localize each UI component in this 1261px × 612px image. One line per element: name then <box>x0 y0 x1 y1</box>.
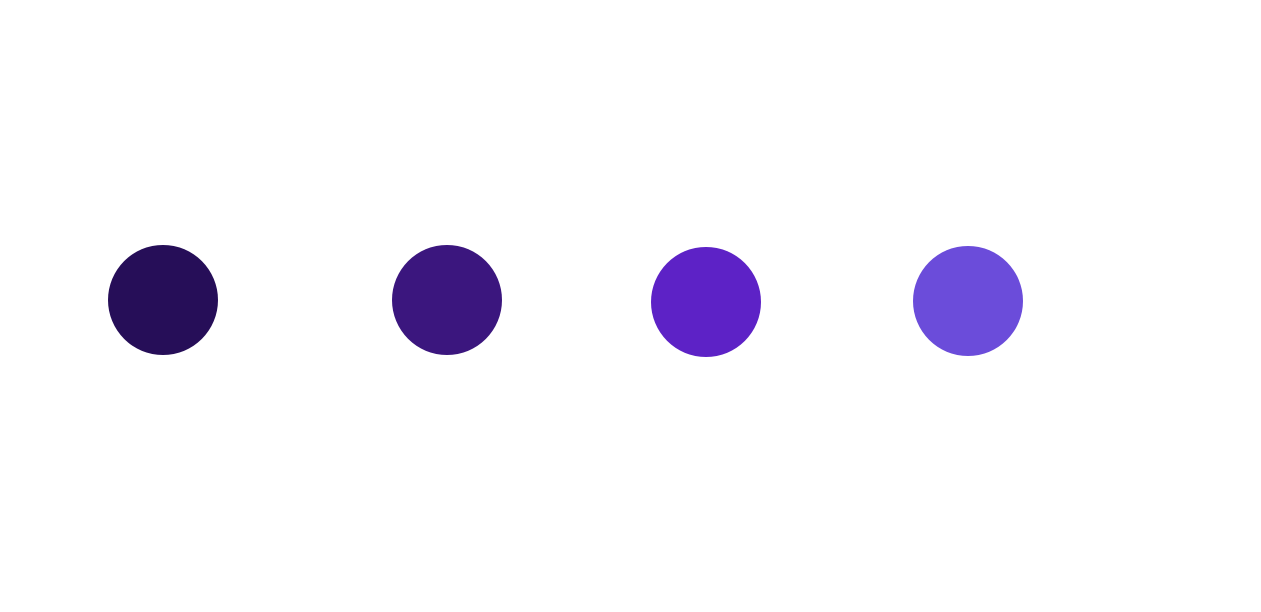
color-dot-4 <box>913 246 1023 356</box>
color-dot-2 <box>392 245 502 355</box>
color-dot-1 <box>108 245 218 355</box>
color-dot-3 <box>651 247 761 357</box>
